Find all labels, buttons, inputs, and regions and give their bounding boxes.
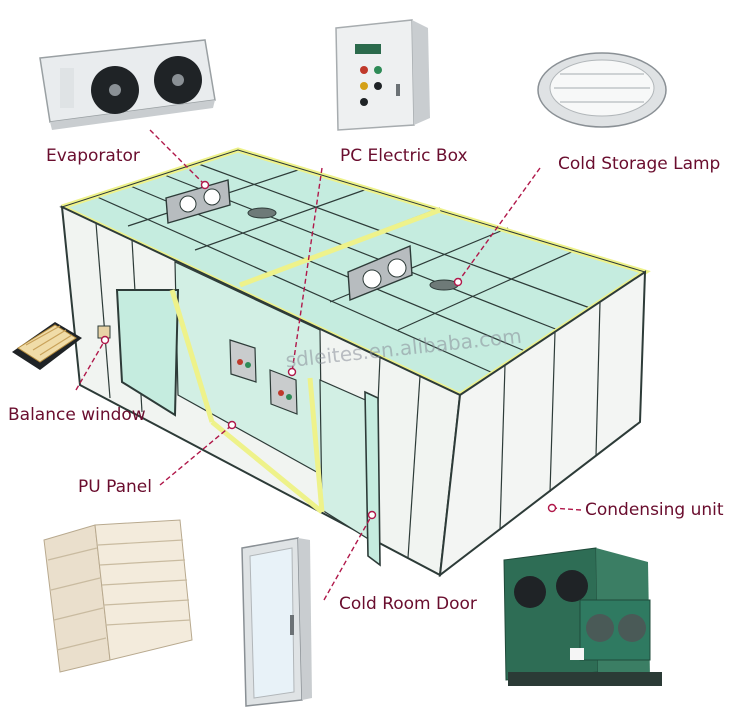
leader-door (323, 514, 373, 601)
label-balance-window: Balance window (8, 405, 146, 425)
lamp-illustration (537, 52, 667, 128)
open-side-door (115, 289, 180, 417)
label-cold-room-door: Cold Room Door (339, 594, 477, 614)
ceiling-evaporator-2 (347, 244, 413, 302)
balance-window-illustration (12, 322, 82, 370)
label-condensing-unit: Condensing unit (585, 500, 724, 520)
label-cold-storage-lamp: Cold Storage Lamp (558, 154, 721, 174)
side-wall-seams (499, 301, 601, 531)
condensing-unit-illustration (503, 547, 662, 686)
label-pu-panel: PU Panel (78, 477, 152, 497)
main-door (364, 390, 381, 567)
leader-lines (75, 129, 582, 601)
evaporator-illustration (39, 39, 216, 130)
leader-electric-box (291, 167, 323, 373)
leader-evaporator (149, 129, 206, 186)
label-electric-box: PC Electric Box (340, 146, 468, 166)
pu-panel-illustration (43, 519, 193, 673)
electric-box-illustration (335, 19, 430, 131)
leader-dots (100, 180, 557, 520)
wall-electric-box-1 (229, 339, 257, 383)
label-evaporator: Evaporator (46, 146, 140, 166)
leader-balance-window (75, 339, 106, 391)
door-illustration (241, 537, 312, 707)
ceiling-lamp-2 (429, 279, 459, 291)
side-wall (438, 270, 647, 578)
ceiling-lamp-1 (247, 207, 277, 219)
leader-condensing-unit (551, 507, 582, 511)
wall-electric-box-2 (269, 369, 298, 415)
cold-room-body (59, 147, 651, 578)
